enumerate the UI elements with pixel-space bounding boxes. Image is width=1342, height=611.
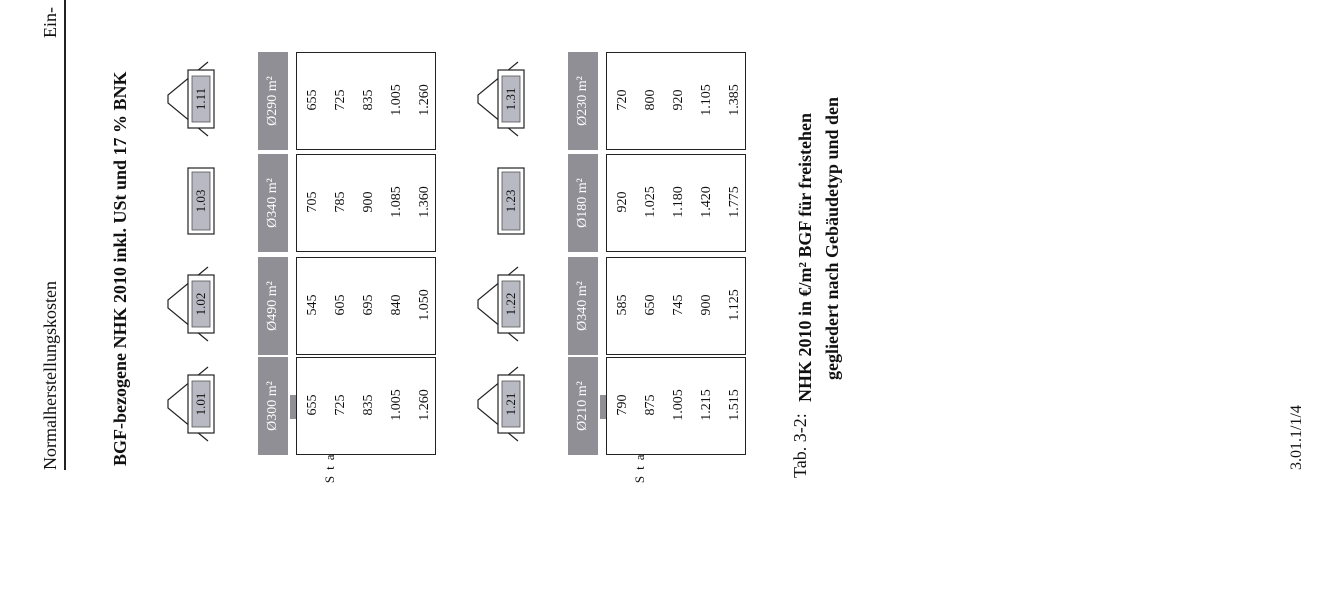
building-type-code: 1.02	[193, 292, 208, 316]
cost-value: 840	[389, 294, 404, 316]
building-type-code: 1.03	[193, 189, 208, 213]
column-area-label: Ø230 m²	[575, 76, 590, 126]
column-area-cell: Ø340 m²	[258, 154, 288, 252]
cost-value: 705	[305, 191, 320, 213]
column-area-label: Ø490 m²	[265, 281, 280, 331]
column-area-cell: Ø340 m²	[568, 257, 598, 355]
column-area-label: Ø300 m²	[265, 381, 280, 431]
building-type-code: 1.22	[503, 292, 518, 316]
column-area-cell: Ø300 m²	[258, 357, 288, 455]
cost-value: 1.050	[417, 289, 432, 321]
column-values-box	[296, 357, 436, 455]
header-rule	[64, 0, 66, 470]
cost-value: 1.420	[699, 186, 714, 218]
cost-value: 1.385	[727, 84, 742, 116]
cost-value: 920	[615, 191, 630, 213]
cost-value: 900	[361, 191, 376, 213]
column-area-label: Ø210 m²	[575, 381, 590, 431]
column-values-box	[606, 154, 746, 252]
cost-value: 1.215	[699, 389, 714, 421]
building-type-icon	[167, 266, 215, 342]
cost-value: 585	[615, 294, 630, 316]
cost-value: 835	[361, 89, 376, 111]
cost-value: 1.025	[643, 186, 658, 218]
page-number: 3.01.1/1/4	[1288, 405, 1305, 470]
building-type-code: 1.01	[193, 392, 208, 416]
cost-value: 800	[643, 89, 658, 111]
cost-value: 1.360	[417, 186, 432, 218]
cost-value: 920	[671, 89, 686, 111]
column-values-box	[296, 257, 436, 355]
cost-value: 695	[361, 294, 376, 316]
cost-value: 875	[643, 394, 658, 416]
cost-value: 725	[333, 89, 348, 111]
building-type-code: 1.21	[503, 392, 518, 416]
cost-value: 1.085	[389, 186, 404, 218]
cost-value: 1.515	[727, 389, 742, 421]
cost-value: 720	[615, 89, 630, 111]
building-type-icon	[477, 266, 525, 342]
cost-value: 745	[671, 294, 686, 316]
column-values-box	[296, 154, 436, 252]
cost-value: 1.180	[671, 186, 686, 218]
cost-value: 605	[333, 294, 348, 316]
cost-value: 1.775	[727, 186, 742, 218]
section-title: BGF-bezogene NHK 2010 inkl. USt und 17 %…	[110, 71, 130, 466]
building-type-icon	[477, 61, 525, 137]
building-type-icon	[167, 61, 215, 137]
cost-value: 1.260	[417, 84, 432, 116]
cost-value: 1.105	[699, 84, 714, 116]
column-area-label: Ø340 m²	[265, 178, 280, 228]
building-type-code: 1.23	[503, 189, 518, 213]
column-values-box	[606, 52, 746, 150]
building-type-icon	[497, 167, 525, 235]
column-area-cell: Ø230 m²	[568, 52, 598, 150]
column-values-box	[296, 52, 436, 150]
cost-value: 655	[305, 394, 320, 416]
column-values-box	[606, 357, 746, 455]
column-area-label: Ø340 m²	[575, 281, 590, 331]
cost-value: 1.260	[417, 389, 432, 421]
cost-value: 835	[361, 394, 376, 416]
cost-value: 785	[333, 191, 348, 213]
column-area-cell: Ø490 m²	[258, 257, 288, 355]
cost-value: 650	[643, 294, 658, 316]
cost-value: 1.005	[389, 84, 404, 116]
cost-value: 725	[333, 394, 348, 416]
caption-line-2: gegliedert nach Gebäudetyp und den	[822, 96, 842, 380]
cost-value: 900	[699, 294, 714, 316]
column-area-cell: Ø290 m²	[258, 52, 288, 150]
caption-label: Tab. 3-2:	[790, 413, 810, 478]
building-type-icon	[167, 366, 215, 442]
cost-value: 1.005	[671, 389, 686, 421]
header-right: Ein-	[40, 7, 60, 38]
caption-line-1: NHK 2010 in €/m² BGF für freistehen	[795, 112, 815, 402]
column-area-cell: Ø180 m²	[568, 154, 598, 252]
building-type-code: 1.31	[503, 87, 518, 111]
cost-value: 790	[615, 394, 630, 416]
cost-value: 1.125	[727, 289, 742, 321]
column-area-label: Ø290 m²	[265, 76, 280, 126]
cost-value: 545	[305, 294, 320, 316]
column-area-cell: Ø210 m²	[568, 357, 598, 455]
building-type-icon	[477, 366, 525, 442]
column-values-box	[606, 257, 746, 355]
cost-value: 655	[305, 89, 320, 111]
building-type-code: 1.11	[193, 87, 208, 111]
cost-value: 1.005	[389, 389, 404, 421]
column-area-label: Ø180 m²	[575, 178, 590, 228]
header-left: Normalherstellungskosten	[40, 281, 60, 470]
building-type-icon	[187, 167, 215, 235]
